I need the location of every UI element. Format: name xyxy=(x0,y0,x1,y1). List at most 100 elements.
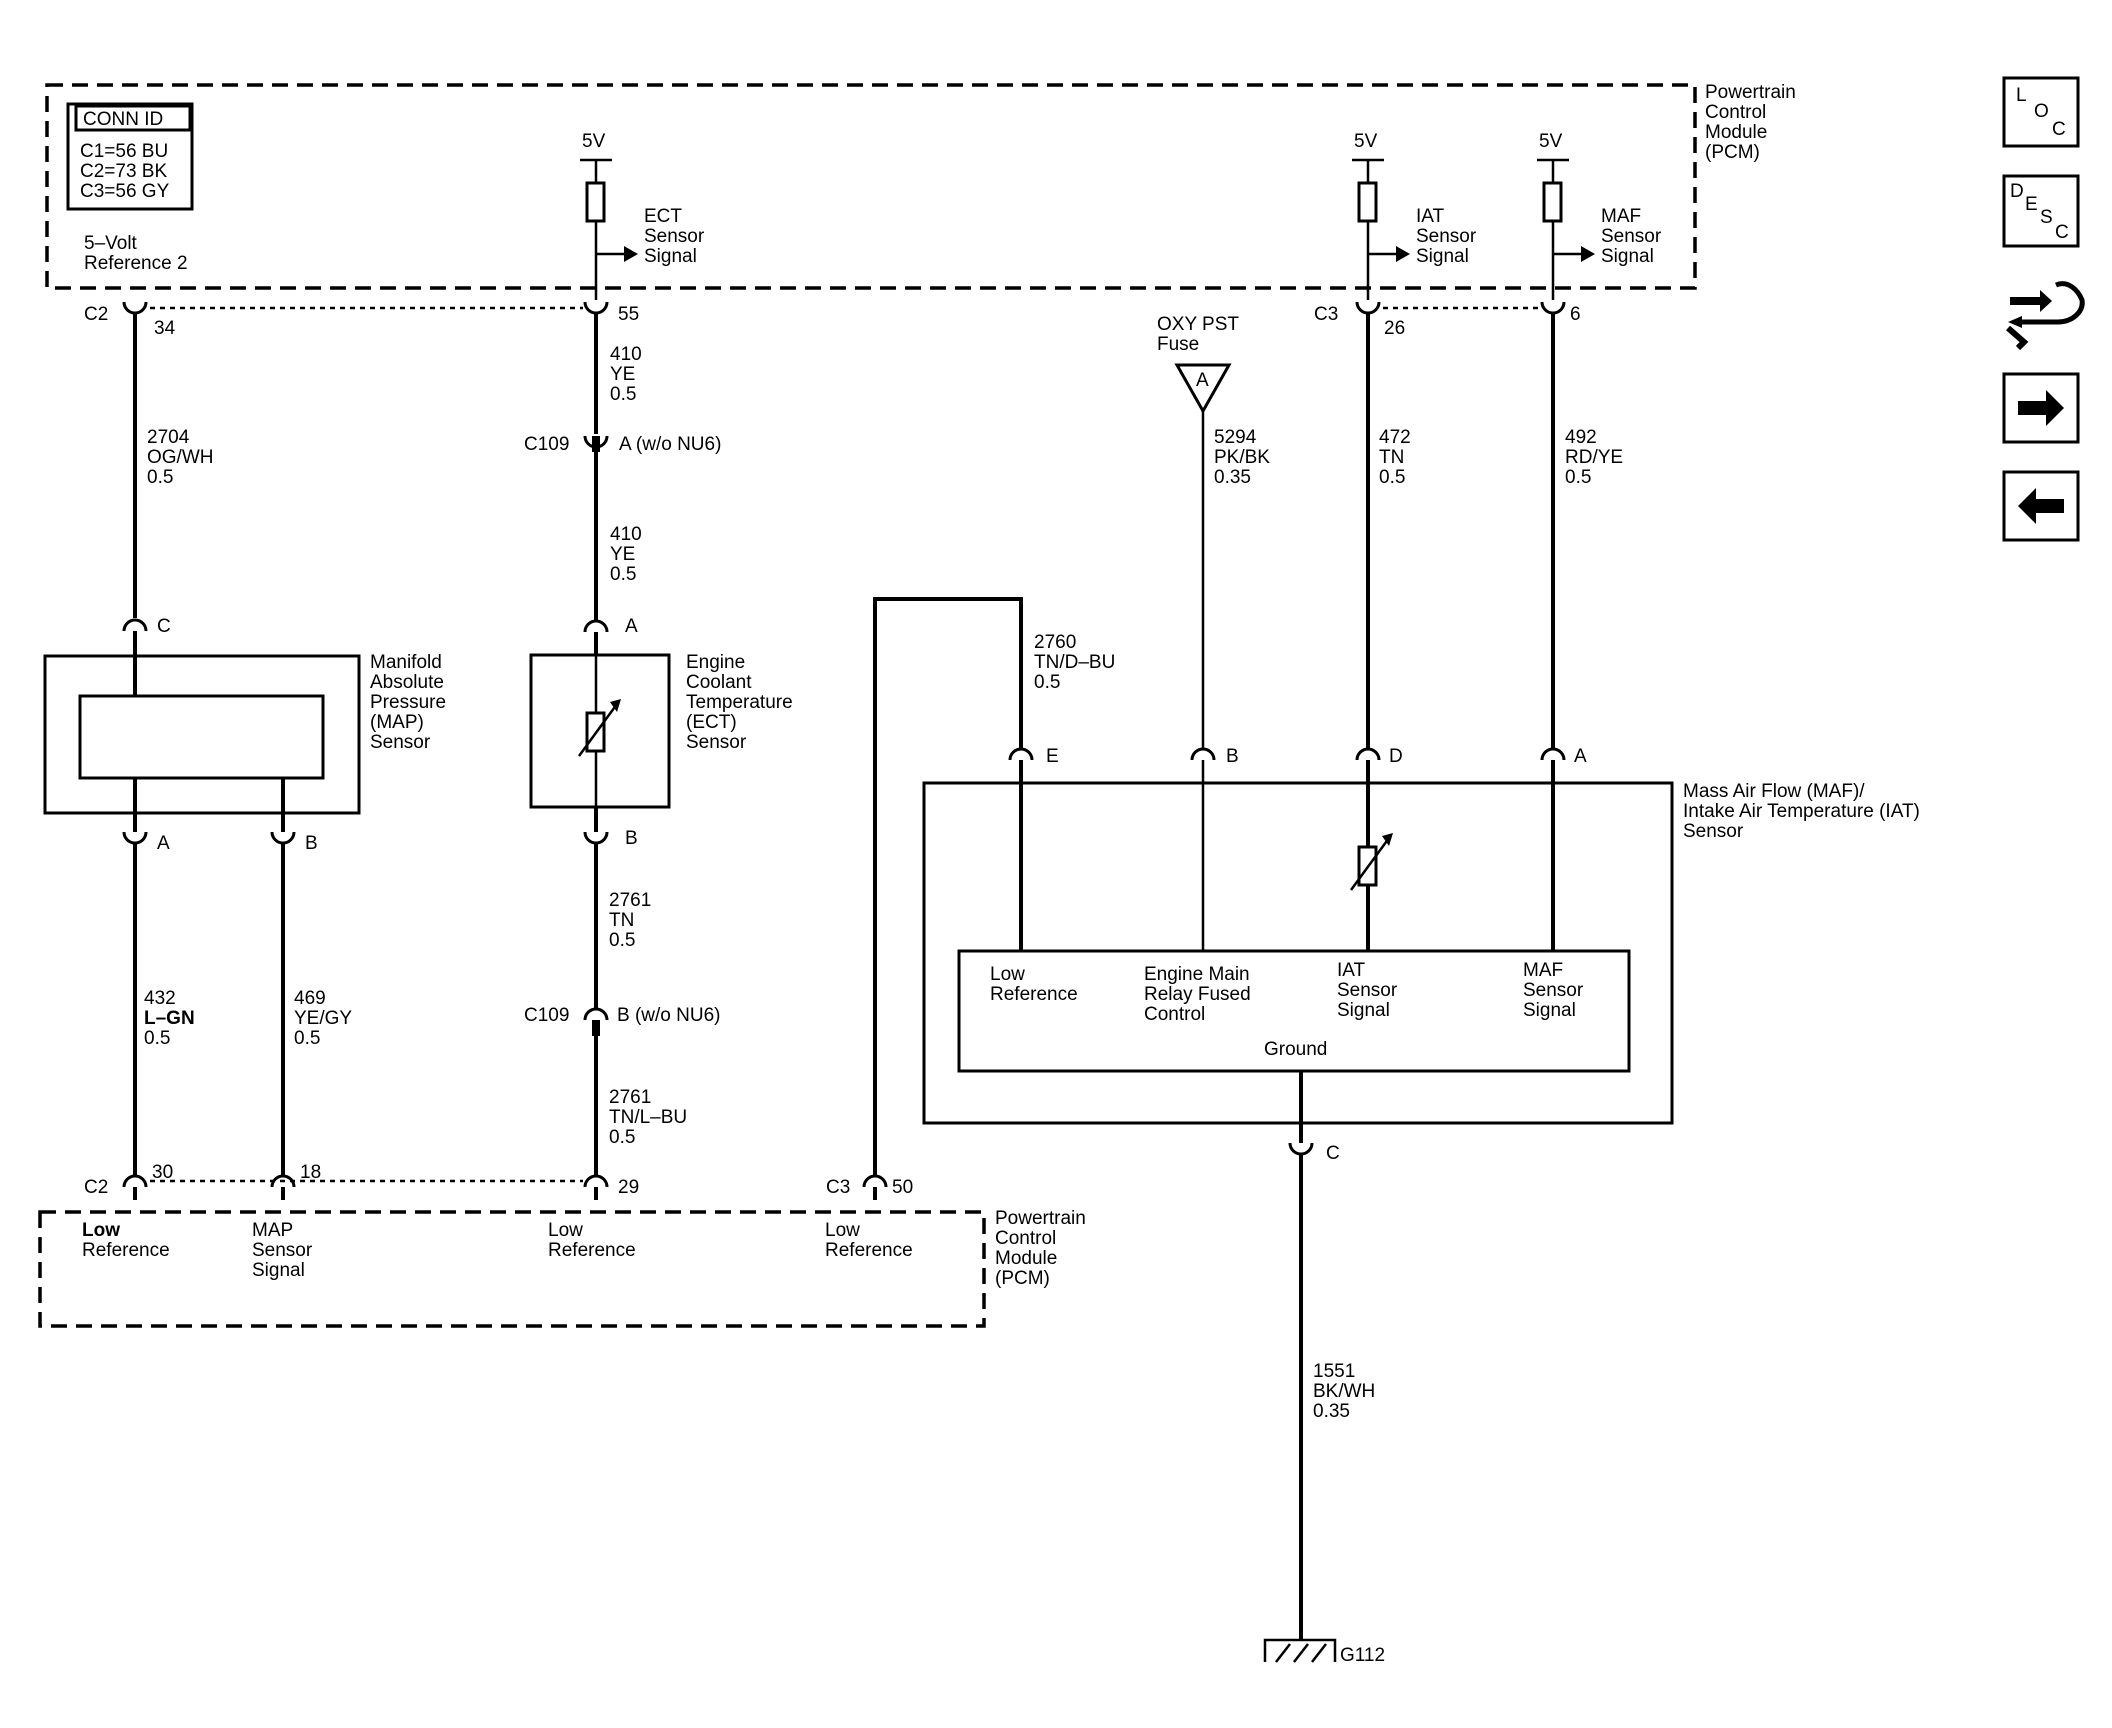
svg-text:26: 26 xyxy=(1384,318,1405,339)
svg-text:L–GN: L–GN xyxy=(144,1008,195,1029)
svg-text:B (w/o NU6): B (w/o NU6) xyxy=(617,1005,720,1026)
svg-text:B: B xyxy=(1226,746,1239,767)
svg-text:5–Volt: 5–Volt xyxy=(84,233,138,254)
svg-text:A: A xyxy=(625,616,638,637)
svg-text:MAF: MAF xyxy=(1601,206,1641,227)
svg-text:30: 30 xyxy=(152,1162,173,1183)
svg-text:(ECT): (ECT) xyxy=(686,712,737,733)
svg-text:0.5: 0.5 xyxy=(294,1028,320,1049)
svg-text:D: D xyxy=(2010,181,2024,202)
next-page-button[interactable] xyxy=(2002,372,2080,444)
svg-text:B: B xyxy=(305,833,318,854)
svg-text:YE: YE xyxy=(610,544,635,565)
svg-text:MAF: MAF xyxy=(1523,960,1563,981)
svg-text:Intake Air Temperature (IAT): Intake Air Temperature (IAT) xyxy=(1683,801,1920,822)
svg-text:Reference: Reference xyxy=(990,984,1078,1005)
wire-492-label: 492 RD/YE 0.5 xyxy=(1565,427,1623,488)
svg-text:410: 410 xyxy=(610,344,642,365)
previous-page-button[interactable] xyxy=(2002,470,2080,542)
svg-text:A: A xyxy=(1196,370,1209,391)
wire-2760-label: 2760 TN/D–BU 0.5 xyxy=(1034,632,1115,693)
svg-text:18: 18 xyxy=(300,1162,321,1183)
svg-text:TN/L–BU: TN/L–BU xyxy=(609,1107,687,1128)
svg-text:Sensor: Sensor xyxy=(1683,821,1744,842)
pcm-bottom-outline xyxy=(38,1210,986,1328)
svg-text:Low: Low xyxy=(82,1220,120,1241)
svg-text:Sensor: Sensor xyxy=(1416,226,1477,247)
svg-text:Engine: Engine xyxy=(686,652,745,673)
svg-text:Reference: Reference xyxy=(82,1240,170,1261)
svg-text:0.5: 0.5 xyxy=(610,564,636,585)
svg-text:E: E xyxy=(2025,194,2038,215)
svg-text:C3=56 GY: C3=56 GY xyxy=(80,181,170,202)
svg-text:410: 410 xyxy=(610,524,642,545)
svg-text:Low: Low xyxy=(825,1220,860,1241)
svg-text:Signal: Signal xyxy=(644,246,697,267)
svg-text:TN: TN xyxy=(609,910,634,931)
svg-text:OXY PST: OXY PST xyxy=(1157,314,1239,335)
svg-text:C109: C109 xyxy=(524,434,569,455)
svg-text:G112: G112 xyxy=(1340,1645,1385,1666)
svg-text:Low: Low xyxy=(990,964,1025,985)
svg-text:Relay Fused: Relay Fused xyxy=(1144,984,1251,1005)
svg-text:Control: Control xyxy=(995,1228,1056,1249)
pcm-bottom-pin-labels: Low Reference MAP Sensor Signal Low Refe… xyxy=(82,1220,913,1281)
svg-text:Signal: Signal xyxy=(1416,246,1469,267)
svg-text:B: B xyxy=(625,828,638,849)
svg-text:ECT: ECT xyxy=(644,206,682,227)
svg-text:O: O xyxy=(2034,101,2049,122)
svg-text:Module: Module xyxy=(995,1248,1057,1269)
svg-text:Mass Air Flow (MAF)/: Mass Air Flow (MAF)/ xyxy=(1683,781,1865,802)
arrow-left-icon xyxy=(2018,488,2064,524)
svg-text:50: 50 xyxy=(892,1177,913,1198)
pcm-top-connector-c3: C3 26 6 xyxy=(1314,301,1581,339)
svg-text:YE/GY: YE/GY xyxy=(294,1008,352,1029)
svg-text:Signal: Signal xyxy=(252,1260,305,1281)
svg-text:TN: TN xyxy=(1379,447,1404,468)
svg-text:Signal: Signal xyxy=(1601,246,1654,267)
svg-text:Signal: Signal xyxy=(1337,1000,1390,1021)
svg-text:(PCM): (PCM) xyxy=(995,1268,1050,1289)
svg-text:D: D xyxy=(1389,746,1403,767)
svg-text:Sensor: Sensor xyxy=(370,732,431,753)
connector-tool-icon[interactable] xyxy=(2006,281,2085,351)
maf-pullup: 5V MAF Sensor Signal xyxy=(1537,131,1662,300)
svg-text:Temperature: Temperature xyxy=(686,692,793,713)
svg-text:C: C xyxy=(2052,119,2066,140)
wire-2761-lower-label: 2761 TN/L–BU 0.5 xyxy=(609,1087,687,1148)
svg-text:2761: 2761 xyxy=(609,890,651,911)
svg-text:A: A xyxy=(157,833,170,854)
svg-text:Reference 2: Reference 2 xyxy=(84,253,188,274)
arrow-right-icon xyxy=(2018,390,2064,426)
svg-text:0.35: 0.35 xyxy=(1214,467,1251,488)
svg-text:5V: 5V xyxy=(582,131,606,152)
svg-text:Control: Control xyxy=(1144,1004,1205,1025)
svg-text:0.5: 0.5 xyxy=(1034,672,1060,693)
iat-pullup: 5V IAT Sensor Signal xyxy=(1352,131,1477,300)
svg-text:L: L xyxy=(2016,85,2027,106)
svg-text:C3: C3 xyxy=(1314,304,1338,325)
svg-text:YE: YE xyxy=(610,364,635,385)
svg-text:0.5: 0.5 xyxy=(610,384,636,405)
desc-button[interactable]: D E S C xyxy=(2002,174,2080,248)
svg-text:A (w/o NU6): A (w/o NU6) xyxy=(619,434,721,455)
svg-text:Low: Low xyxy=(548,1220,583,1241)
wire-1551-label: 1551 BK/WH 0.35 xyxy=(1313,1361,1375,1422)
svg-text:5V: 5V xyxy=(1539,131,1563,152)
svg-text:0.5: 0.5 xyxy=(609,930,635,951)
svg-text:TN/D–BU: TN/D–BU xyxy=(1034,652,1115,673)
svg-text:BK/WH: BK/WH xyxy=(1313,1381,1375,1402)
wire-432-label: 432 L–GN 0.5 xyxy=(144,988,195,1049)
svg-text:0.5: 0.5 xyxy=(147,467,173,488)
svg-text:(MAP): (MAP) xyxy=(370,712,424,733)
wire-2760 xyxy=(873,597,1023,1175)
svg-text:6: 6 xyxy=(1570,304,1581,325)
five-volt-reference-label: 5–Volt Reference 2 xyxy=(84,233,188,274)
svg-text:MAP: MAP xyxy=(252,1220,293,1241)
inline-connector-c109-b: C109 B (w/o NU6) xyxy=(524,1005,720,1036)
ground-g112: G112 xyxy=(1263,1638,1385,1666)
svg-text:(PCM): (PCM) xyxy=(1705,142,1760,163)
loc-button[interactable]: L O C xyxy=(2002,76,2080,148)
